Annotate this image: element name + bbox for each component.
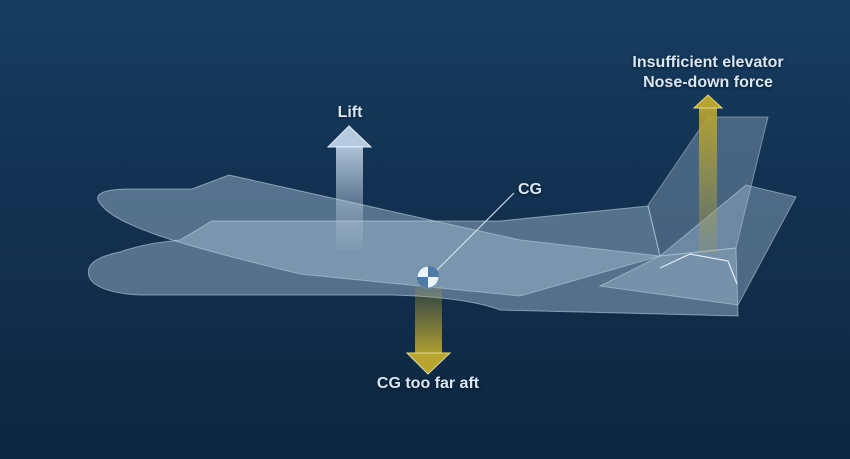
lift-label: Lift bbox=[337, 104, 363, 121]
horizontal-stabilizer bbox=[598, 184, 797, 306]
cg-weight-arrow bbox=[405, 287, 452, 375]
cg-aft-label: CG too far aft bbox=[376, 375, 480, 392]
elevator-force-arrow bbox=[692, 94, 724, 254]
elevator-label-line-2: Nose-down force bbox=[643, 74, 773, 91]
elevator-outline bbox=[659, 253, 738, 285]
cg-symbol bbox=[416, 265, 440, 289]
elevator-label-line-1: Insufficient elevator bbox=[632, 54, 784, 71]
cg-leader-line bbox=[435, 192, 515, 272]
main-wing bbox=[97, 174, 661, 297]
lift-arrow bbox=[326, 125, 373, 250]
cg-label: CG bbox=[518, 181, 542, 198]
elevator-force-label: Insufficient elevator Nose-down force bbox=[616, 53, 800, 93]
